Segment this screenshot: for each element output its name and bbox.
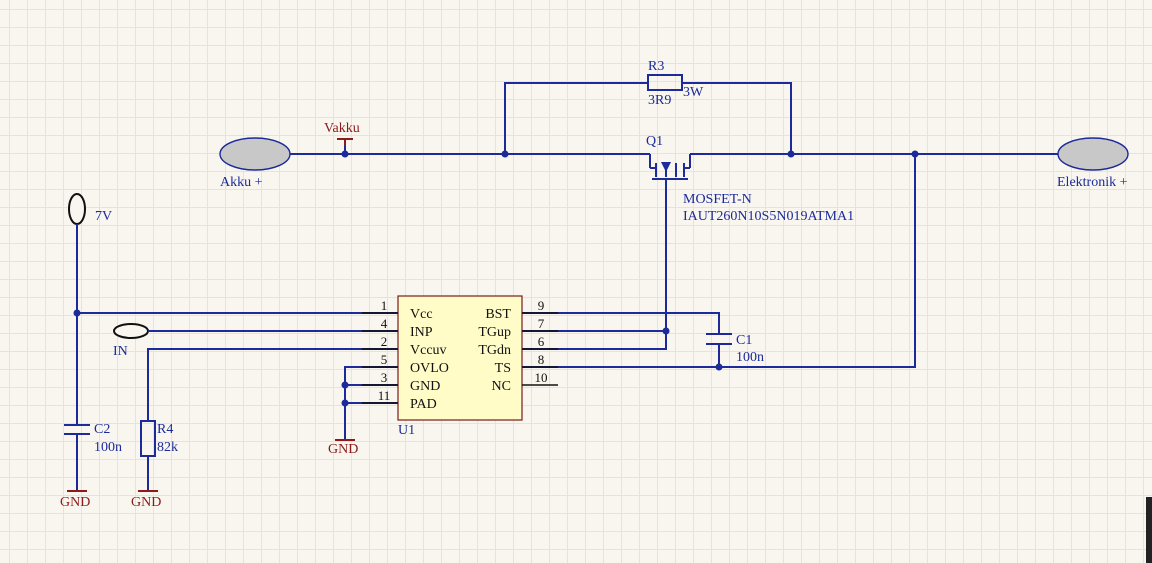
gnd-r4-text: GND xyxy=(131,495,161,510)
vccuv-wire xyxy=(147,348,398,421)
c2-value: 100n xyxy=(94,440,122,455)
c1-ref: C1 xyxy=(736,333,752,348)
junction-gnd-3 xyxy=(341,381,349,389)
r4-ref: R4 xyxy=(157,422,173,437)
port-7v[interactable]: 7V xyxy=(68,193,112,225)
c1-value: 100n xyxy=(736,350,764,365)
r3-ref: R3 xyxy=(648,59,664,74)
junction-source xyxy=(911,150,919,158)
u1-pin-number: 5 xyxy=(381,352,388,367)
junction-r3-left xyxy=(501,150,509,158)
vcc-wires xyxy=(76,224,720,490)
scroll-edge-marker xyxy=(1146,497,1152,563)
u1-pin-name: GND xyxy=(410,379,440,394)
net-vakku-text: Vakku xyxy=(324,121,360,136)
u1-pin-number: 3 xyxy=(381,370,388,385)
capacitor-c2[interactable]: C2 100n xyxy=(64,422,122,455)
u1-pin-name: PAD xyxy=(410,397,437,412)
gnd-symbol-u1[interactable]: GND xyxy=(328,439,358,457)
power-rail-wires xyxy=(290,82,1058,368)
u1-pin-name: TS xyxy=(495,361,511,376)
port-in-label: IN xyxy=(113,344,128,359)
port-elektronik-label: Elektronik + xyxy=(1057,175,1128,190)
q1-type: MOSFET-N xyxy=(683,192,752,207)
port-elektronik[interactable]: Elektronik + xyxy=(1057,137,1129,190)
u1-pin-number: 4 xyxy=(381,316,388,331)
u1-pin-number: 2 xyxy=(381,334,388,349)
u1-pin-number: 11 xyxy=(378,388,391,403)
port-akku[interactable]: Akku + xyxy=(219,137,291,190)
junction-c1-ts xyxy=(715,363,723,371)
r3-value: 3R9 xyxy=(648,93,671,108)
resistor-r4[interactable]: R4 82k xyxy=(140,420,178,457)
u1-pin-name: Vccuv xyxy=(410,343,447,358)
gnd-symbol-r4[interactable]: GND xyxy=(131,490,161,510)
q1-ref: Q1 xyxy=(646,134,663,149)
u1-pin-number: 8 xyxy=(538,352,545,367)
u1-pin-number: 10 xyxy=(535,370,548,385)
u1-pin-number: 6 xyxy=(538,334,545,349)
r4-value: 82k xyxy=(157,440,178,455)
capacitor-c1[interactable]: C1 100n xyxy=(706,333,764,365)
u1-ref: U1 xyxy=(398,423,415,438)
u1-pin-number: 9 xyxy=(538,298,545,313)
junction-gnd-11 xyxy=(341,399,349,407)
u1-pin-number: 1 xyxy=(381,298,388,313)
gnd-c2-text: GND xyxy=(60,495,90,510)
port-akku-label: Akku + xyxy=(220,175,263,190)
port-7v-label: 7V xyxy=(95,209,112,224)
gnd-u1-text: GND xyxy=(328,442,358,457)
port-in[interactable]: IN xyxy=(113,323,149,359)
mosfet-q1[interactable]: Q1 MOSFET-N IAUT260N10S5N019ATMA1 xyxy=(646,134,854,224)
resistor-r3[interactable]: R3 3R9 3W xyxy=(647,59,704,108)
u1-pin-name: TGdn xyxy=(478,343,511,358)
junction-vakku xyxy=(341,150,349,158)
net-label-vakku[interactable]: Vakku xyxy=(324,121,360,146)
u1-pin-name: OVLO xyxy=(410,361,449,376)
junction-vcc xyxy=(73,309,81,317)
u1-pin-name: INP xyxy=(410,325,433,340)
q1-part: IAUT260N10S5N019ATMA1 xyxy=(683,209,854,224)
r3-power: 3W xyxy=(683,85,704,100)
u1-pin-number: 7 xyxy=(538,316,545,331)
u1-pin-name: BST xyxy=(485,307,511,322)
u1-pin-name: Vcc xyxy=(410,307,433,322)
junction-gate xyxy=(662,327,670,335)
u1-pin-name: NC xyxy=(492,379,511,394)
gnd-symbol-c2[interactable]: GND xyxy=(60,490,90,510)
junction-r3-right xyxy=(787,150,795,158)
c2-ref: C2 xyxy=(94,422,110,437)
u1-pin-name: TGup xyxy=(478,325,511,340)
